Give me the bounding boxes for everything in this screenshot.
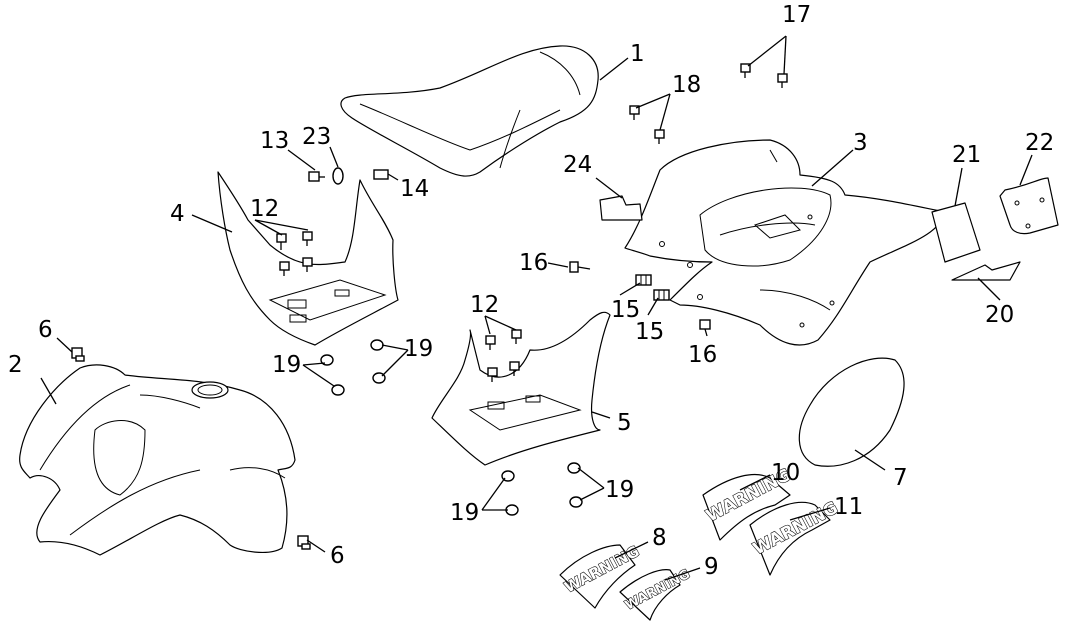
warning-decal-11: WARNING: [749, 498, 842, 576]
clip-15-upper: [635, 274, 652, 286]
callout-9: 9: [704, 554, 719, 580]
callout-7: 7: [893, 465, 908, 491]
callout-19-d: 19: [605, 477, 634, 503]
callout-18: 18: [672, 72, 701, 98]
bolt-16-lower: [699, 319, 711, 337]
bolt-16-upper: [569, 261, 591, 273]
clip-14: [373, 169, 389, 180]
washer-23: [332, 167, 344, 185]
callout-19-b: 19: [404, 336, 433, 362]
callout-15-upper: 15: [611, 297, 640, 323]
callout-21: 21: [952, 142, 981, 168]
callout-23: 23: [302, 124, 331, 150]
panel-20-part: [951, 261, 1021, 281]
callout-4: 4: [170, 201, 185, 227]
right-footwell-part: [431, 311, 611, 466]
clip-15-lower: [653, 289, 670, 301]
callout-19-c: 19: [450, 500, 479, 526]
callout-3: 3: [853, 130, 868, 156]
callout-16-lower: 16: [688, 342, 717, 368]
callout-14: 14: [400, 176, 429, 202]
callout-6-top: 6: [38, 317, 53, 343]
callout-12-right: 12: [470, 292, 499, 318]
callout-8: 8: [652, 525, 667, 551]
leader-lines: [40, 35, 1033, 581]
panel-21-part: [931, 202, 981, 263]
oval-pad-part: [798, 357, 905, 467]
left-footwell-part: [217, 171, 399, 346]
rear-fender-part: [624, 139, 946, 346]
callout-13: 13: [260, 128, 289, 154]
sticker-24-part: [599, 195, 643, 221]
callout-11: 11: [834, 494, 863, 520]
grommet-6-bottom: [297, 535, 311, 550]
bolt-13: [308, 171, 325, 182]
callout-17: 17: [782, 2, 811, 28]
callout-19-a: 19: [272, 352, 301, 378]
callout-2: 2: [8, 352, 23, 378]
panel-22-part: [999, 177, 1059, 235]
callout-12-left: 12: [250, 196, 279, 222]
bolt-17: [740, 63, 788, 88]
callout-22: 22: [1025, 130, 1054, 156]
seat-part: [340, 45, 599, 177]
front-fender-part: [19, 364, 296, 556]
callout-labels: 1 2 3 4 5 6 6 7 8 9 10 11 12 12 13 14 15…: [8, 2, 1054, 580]
callout-15-lower: 15: [635, 319, 664, 345]
bolt-12-right: [485, 329, 522, 382]
callout-5: 5: [617, 410, 632, 436]
callout-24: 24: [563, 152, 592, 178]
bolt-12-left: [276, 231, 313, 276]
callout-16-upper: 16: [519, 250, 548, 276]
grommet-6-top: [71, 347, 85, 362]
callout-20: 20: [985, 302, 1014, 328]
callout-6-bottom: 6: [330, 543, 345, 569]
callout-1: 1: [630, 41, 645, 67]
bolt-18: [629, 105, 665, 144]
callout-10: 10: [771, 460, 800, 486]
